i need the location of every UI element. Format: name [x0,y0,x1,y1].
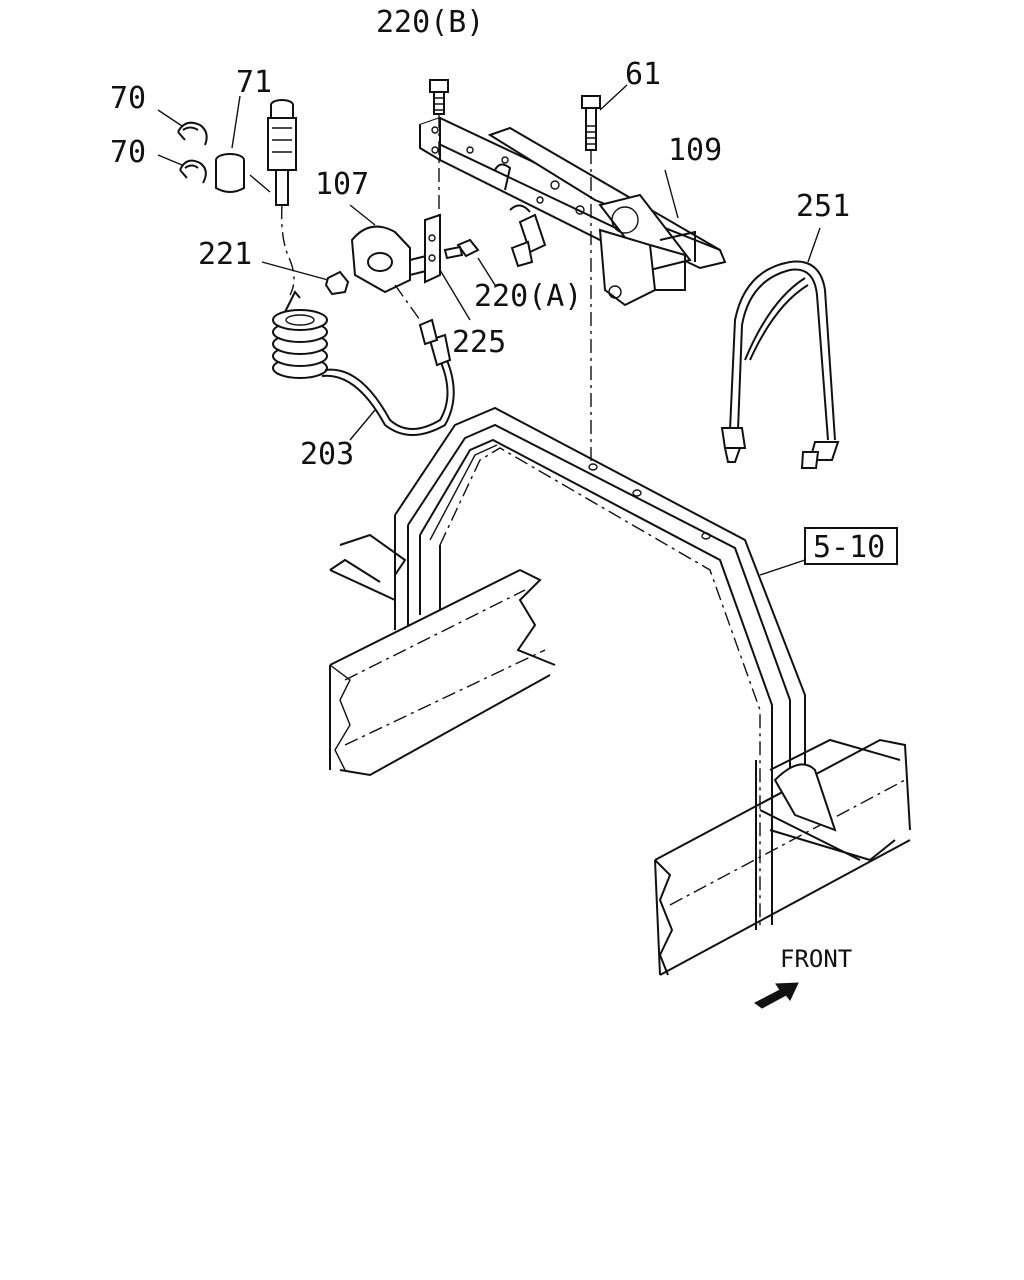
bolt-220a [443,238,480,260]
label-61: 61 [625,57,661,92]
front-indicator: FRONT [754,945,852,1009]
label-203: 203 [300,437,354,472]
label-5-10: 5-10 [813,530,885,565]
right-frame-rail [654,738,911,976]
label-70-lower: 70 [110,135,146,170]
label-220a: 220(A) [474,279,582,314]
leader-lines [157,84,821,576]
label-220b: 220(B) [376,5,484,40]
label-251: 251 [796,189,850,224]
bolt-61 [581,95,601,465]
bracket-225 [424,213,441,284]
label-71: 71 [236,65,272,100]
bolt-220b [429,79,449,240]
frame-cross-member [394,406,806,930]
nut-221 [324,270,350,296]
label-109: 109 [668,133,722,168]
bracket-109 [419,116,727,307]
shaft-71 [267,99,297,206]
retaining-rings-70 [177,121,208,184]
cable-251 [720,260,840,469]
label-70-upper: 70 [110,81,146,116]
front-label: FRONT [780,945,852,973]
label-221: 221 [198,237,252,272]
sleeve [215,153,245,193]
socket-107 [350,225,431,294]
front-arrow-icon [754,982,799,1009]
label-225: 225 [452,325,506,360]
left-frame-rail [329,533,556,777]
label-107: 107 [315,167,369,202]
coiled-harness-203 [272,204,455,436]
callout-labels: 220(B) 61 70 71 70 109 251 107 221 220(A… [110,5,850,472]
reference-box-5-10: 5-10 [804,527,898,565]
